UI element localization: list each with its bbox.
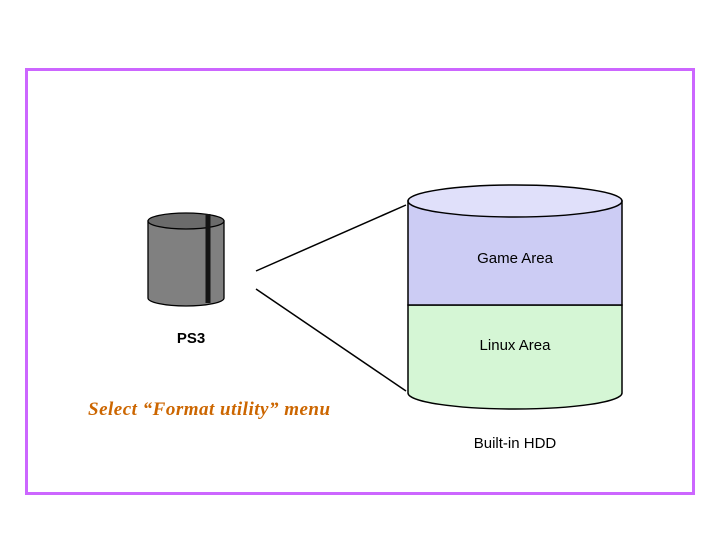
hdd-cylinder xyxy=(407,184,623,410)
diagram-frame xyxy=(25,68,695,495)
linux-area-label: Linux Area xyxy=(479,337,551,354)
hdd-linux-area-shape xyxy=(407,304,623,410)
game-area-label: Game Area xyxy=(477,250,553,267)
hdd-top-ellipse xyxy=(407,184,623,218)
built-in-hdd-label: Built-in HDD xyxy=(473,435,557,452)
format-utility-caption: Select “Format utility” menu xyxy=(88,399,331,420)
ps3-label: PS3 xyxy=(176,330,206,347)
projection-line-lower xyxy=(255,288,407,392)
ps3-cylinder-top xyxy=(147,212,225,230)
projection-line-upper xyxy=(255,204,407,272)
ps3-cylinder xyxy=(147,212,225,307)
ps3-cylinder-body xyxy=(147,220,225,307)
